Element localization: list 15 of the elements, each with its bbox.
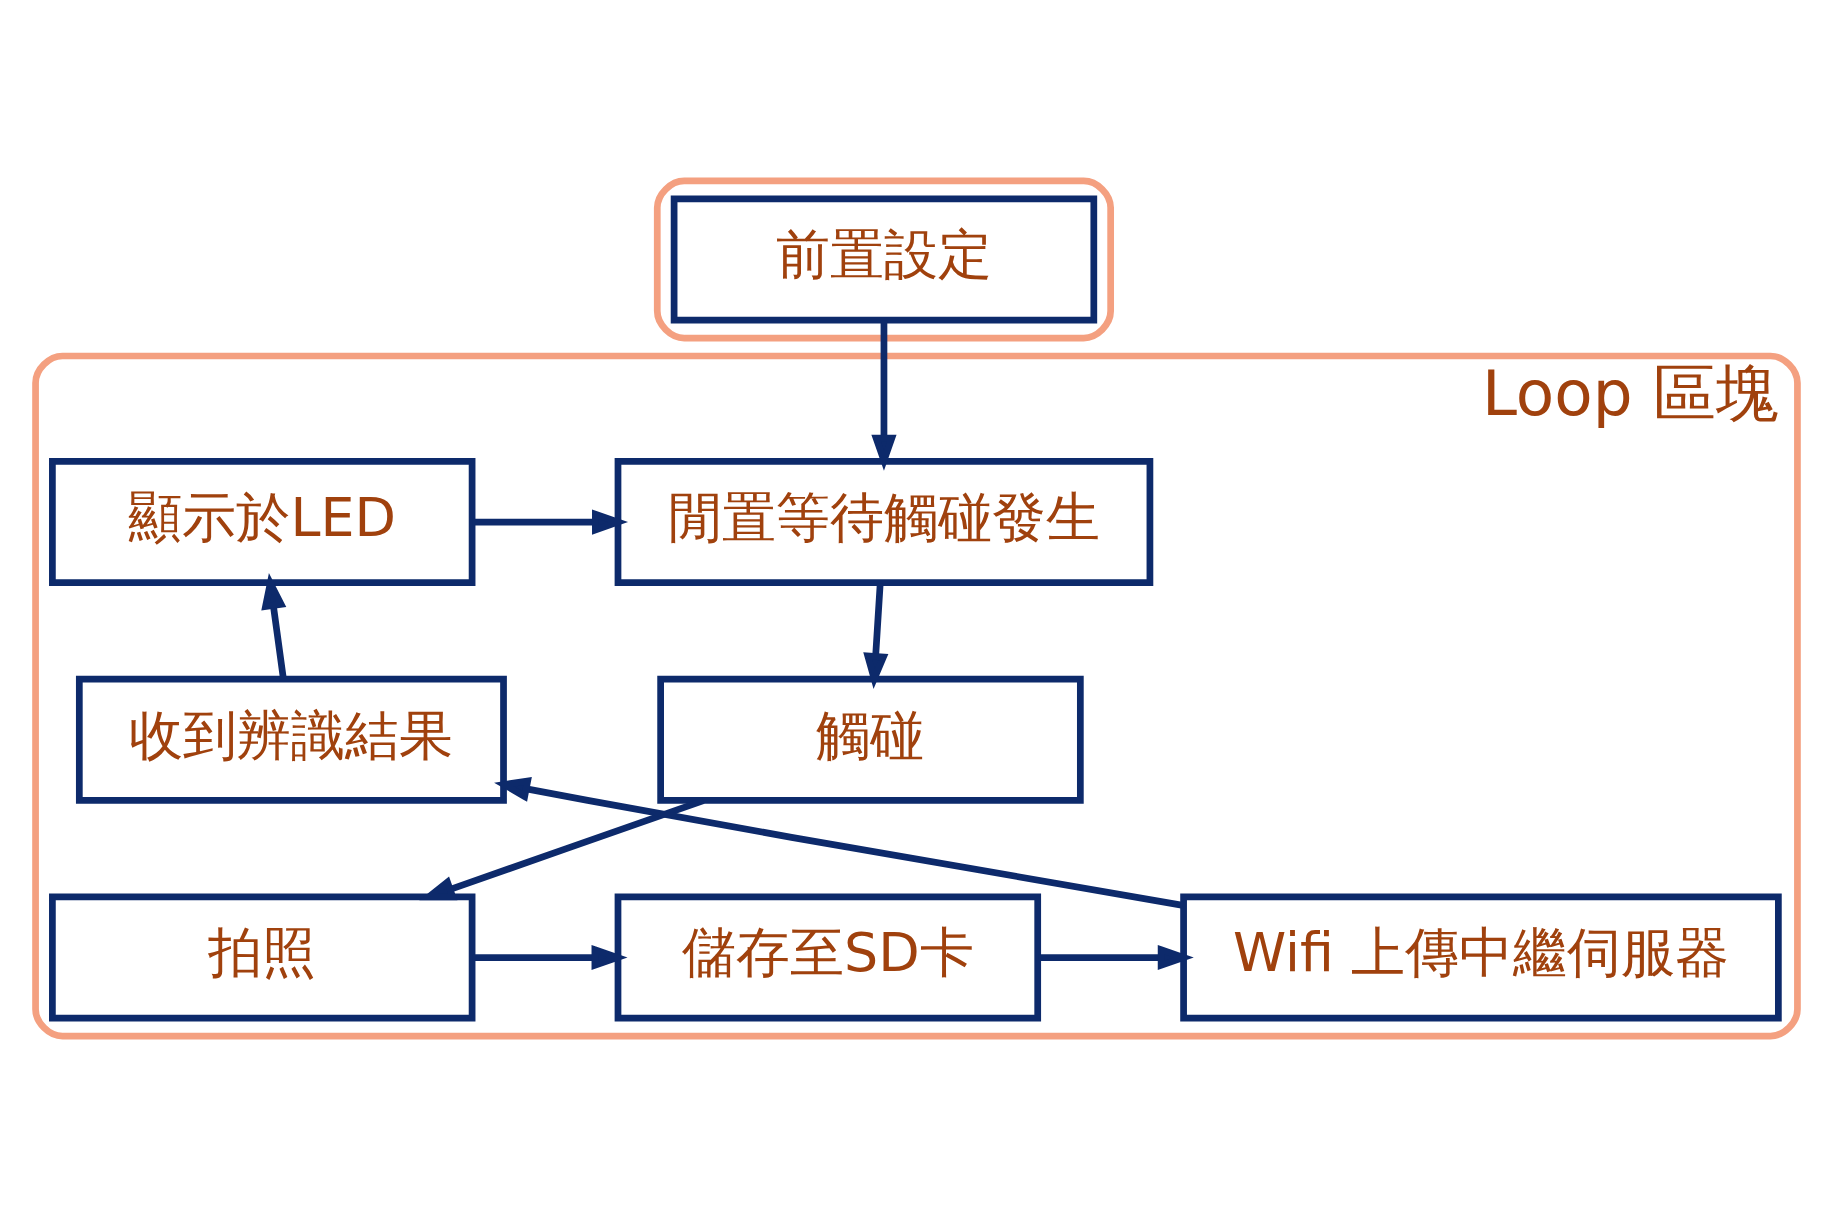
node-box: 顯示於LED (49, 457, 476, 586)
node-box: 拍照 (49, 893, 476, 1021)
node-box: 觸碰 (657, 675, 1084, 804)
arrow (472, 509, 628, 535)
arrow (261, 572, 287, 679)
arrow (494, 776, 1184, 909)
node-box: 閒置等待觸碰發生 (614, 457, 1154, 586)
arrow (419, 796, 705, 900)
node-box: 儲存至SD卡 (614, 893, 1042, 1021)
node-box: 前置設定 (670, 195, 1098, 323)
arrow (1038, 944, 1194, 970)
cluster (653, 177, 1114, 341)
node-box: 收到辨識結果 (75, 675, 507, 804)
node-box: Wifi 上傳中繼伺服器 (1180, 893, 1782, 1021)
arrow (472, 944, 628, 970)
